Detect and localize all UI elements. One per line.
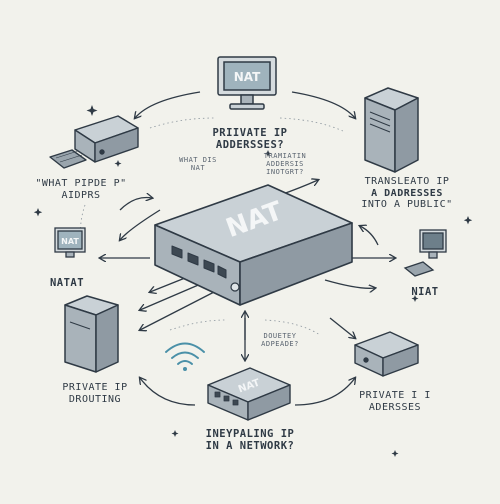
router-ports — [171, 245, 227, 279]
left-monitor — [54, 227, 86, 258]
arrow-right-lower — [324, 279, 375, 288]
label-left-quote: "WHAT PIPDE P" AIDPRS — [35, 178, 127, 201]
label-private-ip-routing: PRIVATE IP DROUTING — [62, 382, 128, 405]
label-niat: NIAT — [411, 286, 439, 298]
label-private-addresses: PRIVATE I I ADERSSES — [359, 390, 431, 413]
right-bottom-device — [354, 331, 419, 377]
label-does-it-upgrade: DOUETEY ADPEADE? — [261, 332, 299, 349]
arrow-top-right — [291, 91, 355, 118]
arrow-to-center-left — [119, 198, 152, 211]
arrow-right-upper — [360, 226, 379, 246]
right-monitor — [403, 229, 447, 277]
arrow-top-left — [135, 91, 201, 118]
arrow-center-to-left-device — [120, 209, 161, 240]
wifi-icon — [165, 342, 205, 371]
top-monitor — [217, 56, 277, 110]
label-implementing-ip: INEYPALING IP IN A NETWORK? — [205, 428, 295, 453]
arrow-bottom-left-curve — [140, 378, 196, 406]
top-monitor-label: NAT — [234, 70, 261, 84]
center-nat-router — [154, 184, 353, 306]
label-what-is-nat: WHAT DIS NAT — [179, 156, 217, 173]
arrow-port-3 — [140, 289, 219, 330]
top-right-server — [364, 87, 419, 173]
router-power-light — [230, 282, 240, 292]
arrow-right-device-down — [329, 317, 355, 338]
left-monitor-label: NAT — [61, 237, 79, 246]
label-natat: NATAT — [49, 277, 85, 289]
label-top-center: PRIIVATE IP ADDERSSES? — [212, 127, 288, 152]
connection-arrows — [100, 91, 395, 406]
label-translate-ip: TRANSLEATO IP A DADRESSES INTO A PUBLIC" — [361, 176, 453, 210]
bottom-nat-router — [207, 367, 291, 421]
label-translating-addresses: TRAMIATIN ADDERSIS INOTGRT? — [263, 152, 307, 177]
arrow-bottom-right-curve — [294, 378, 355, 406]
left-bottom-server — [64, 295, 119, 373]
top-left-device — [49, 115, 139, 169]
